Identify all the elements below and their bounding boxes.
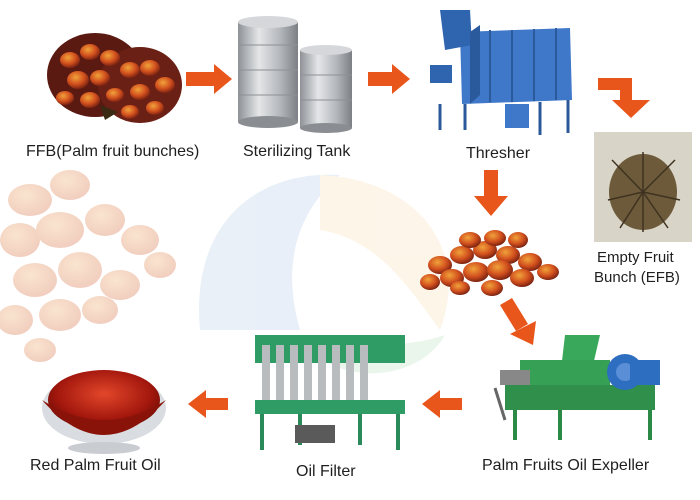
arrow-ffb-to-sterilizing xyxy=(186,64,232,94)
label-oil-filter: Oil Filter xyxy=(296,463,356,480)
palm-bunch-image xyxy=(47,33,182,123)
thresher-image xyxy=(430,10,572,135)
label-efb-line1: Empty Fruit xyxy=(597,249,674,266)
efb-image xyxy=(594,132,692,242)
expeller-image xyxy=(493,335,660,440)
arrow-thresher-to-fruit xyxy=(474,170,508,216)
label-thresher: Thresher xyxy=(466,145,531,162)
flow-arrows xyxy=(186,64,650,418)
label-oil-expeller: Palm Fruits Oil Expeller xyxy=(482,457,650,474)
faded-fruit-decoration xyxy=(0,170,176,362)
label-red-palm-oil: Red Palm Fruit Oil xyxy=(30,457,161,474)
arrow-filter-to-oil xyxy=(188,390,228,418)
arrow-expeller-to-filter xyxy=(422,390,462,418)
label-sterilizing-tank: Sterilizing Tank xyxy=(243,143,351,160)
oil-bowl-image xyxy=(42,370,166,454)
arrow-fruit-to-expeller xyxy=(500,298,536,345)
loose-fruit-image xyxy=(420,230,559,296)
label-ffb: FFB(Palm fruit bunches) xyxy=(26,143,200,160)
arrow-thresher-to-efb xyxy=(598,78,650,118)
sterilizing-tank-image xyxy=(238,16,352,133)
arrow-sterilizing-to-thresher xyxy=(368,64,410,94)
oil-filter-image xyxy=(255,335,405,450)
label-efb-line2: Bunch (EFB) xyxy=(594,269,680,286)
